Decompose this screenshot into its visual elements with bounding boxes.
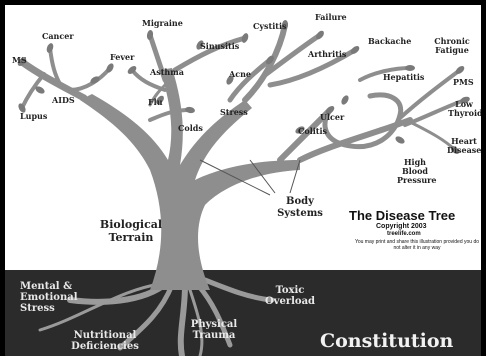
- trunk: [80, 68, 300, 290]
- leaf: [295, 126, 305, 134]
- label-heart-disease: Heart Disease: [447, 136, 482, 155]
- branch: [322, 92, 404, 149]
- label-ms: MS: [12, 55, 27, 65]
- label-mental-emotional-stress: Mental & Emotional Stress: [20, 281, 78, 314]
- leaf: [196, 40, 204, 50]
- branch: [148, 80, 170, 107]
- leaf: [405, 65, 415, 71]
- branch: [18, 58, 88, 102]
- pointer-line: [249, 159, 276, 194]
- label-body-systems: Body Systems: [277, 196, 323, 219]
- branch: [262, 32, 323, 78]
- label-failure: Failure: [315, 12, 347, 22]
- pointer-line: [289, 159, 301, 194]
- label-sinusitis: Sinusitis: [200, 41, 240, 51]
- label-cancer: Cancer: [42, 31, 74, 41]
- label-aids: AIDS: [52, 95, 75, 105]
- usage-note: You may print and share this illustratio…: [354, 239, 480, 251]
- leaf: [266, 55, 274, 65]
- leaf: [46, 43, 54, 53]
- leaf: [341, 95, 349, 105]
- root: [177, 282, 188, 356]
- label-flu: Flu: [148, 97, 163, 107]
- label-arthritis: Arthritis: [308, 49, 347, 59]
- diagram-title: The Disease Tree: [349, 208, 456, 223]
- leaf: [90, 76, 100, 84]
- label-high-blood-pressure: High Blood Pressure: [397, 157, 437, 185]
- label-backache: Backache: [368, 36, 412, 46]
- leaf: [18, 103, 26, 113]
- body-systems-pointers: [199, 159, 301, 196]
- label-chronic-fatigue: Chronic Fatigue: [434, 36, 470, 55]
- root: [188, 288, 204, 356]
- label-biological-terrain: Biological Terrain: [99, 218, 163, 244]
- label-colitis: Colitis: [298, 126, 328, 136]
- label-colds: Colds: [178, 123, 203, 133]
- leaf: [316, 30, 324, 40]
- leaf: [156, 95, 164, 105]
- label-stress: Stress: [220, 107, 248, 117]
- branch: [172, 35, 248, 73]
- label-nutritional-deficiencies: Nutritional Deficiencies: [71, 330, 139, 352]
- leaf: [185, 106, 195, 114]
- label-fever: Fever: [110, 52, 135, 62]
- leaf: [127, 66, 137, 74]
- label-constitution: Constitution: [320, 330, 454, 352]
- branch: [398, 68, 462, 120]
- label-hepatitis: Hepatitis: [383, 72, 425, 82]
- label-cystitis: Cystitis: [253, 21, 287, 31]
- leaf: [325, 106, 335, 114]
- leaf: [395, 136, 405, 144]
- site-text: tree­life.com: [387, 231, 421, 237]
- leaf: [281, 20, 289, 30]
- copyright-text: Copyright 2003: [376, 223, 427, 230]
- label-toxic-overload: Toxic Overload: [264, 285, 316, 307]
- leaf: [455, 66, 465, 74]
- root: [202, 277, 275, 303]
- leaf: [35, 86, 45, 94]
- leaf: [226, 75, 234, 85]
- branch: [20, 72, 46, 110]
- label-ulcer: Ulcer: [320, 112, 345, 122]
- root: [38, 282, 162, 332]
- branch: [242, 22, 288, 103]
- leaf: [350, 46, 360, 54]
- leaf: [146, 30, 154, 40]
- branch: [267, 47, 358, 88]
- label-migraine: Migraine: [142, 18, 183, 28]
- label-acne: Acne: [229, 69, 251, 79]
- label-asthma: Asthma: [150, 67, 184, 77]
- leaf: [106, 63, 114, 73]
- label-low-thyroid: Low Thyroid: [448, 99, 483, 118]
- label-pms: PMS: [453, 77, 474, 87]
- leaf: [17, 58, 27, 66]
- root: [117, 282, 175, 351]
- leaf: [460, 96, 470, 104]
- label-lupus: Lupus: [20, 111, 48, 121]
- leaf: [241, 33, 249, 43]
- label-physical-trauma: Physical Trauma: [190, 319, 238, 341]
- leaf: [450, 146, 460, 154]
- pointer-line: [199, 159, 271, 196]
- leaves: [17, 20, 470, 154]
- root: [195, 282, 233, 348]
